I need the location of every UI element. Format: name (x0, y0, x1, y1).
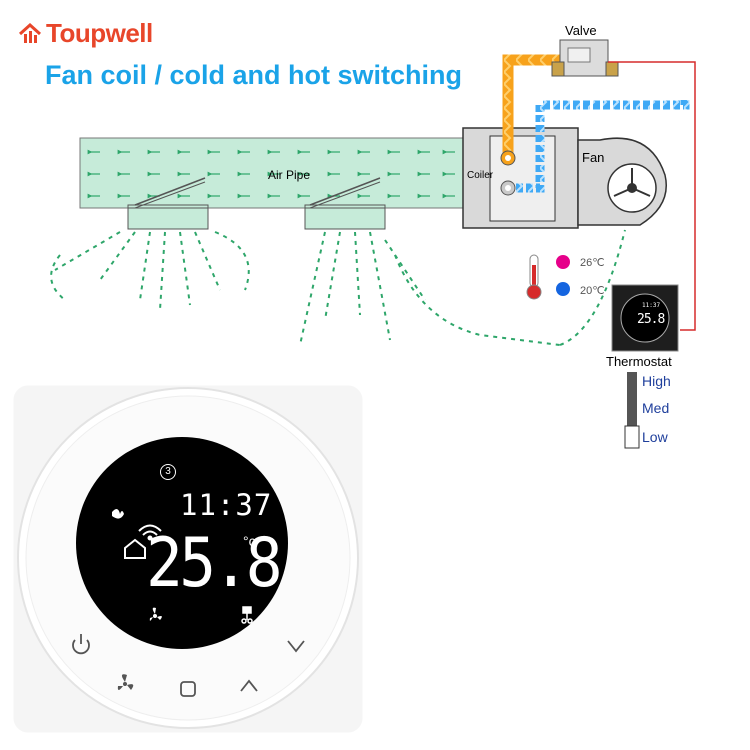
up-button[interactable] (240, 679, 258, 692)
wifi-icon (138, 524, 162, 532)
power-icon (72, 639, 90, 655)
cold-temp-label: 20℃ (580, 285, 605, 297)
mini-temperature: 25.8 (637, 312, 665, 327)
lcd-badge: 3 (160, 464, 176, 480)
air-pipe-label: Air Pipe (268, 168, 311, 182)
valve-label: Valve (565, 23, 597, 38)
mode-square-icon (180, 681, 196, 697)
control-wire (608, 61, 696, 331)
mini-time: 11:37 (642, 302, 661, 309)
fan-icon (121, 674, 127, 682)
lcd-time: 11:37 (180, 488, 273, 522)
pipe-airflow-arrows (87, 149, 455, 196)
speed-low-label: Low (642, 429, 668, 445)
home-icon (124, 538, 146, 559)
house-signal-icon (18, 22, 42, 43)
flame-icon (112, 508, 124, 519)
valve-icon (551, 39, 619, 77)
cold-water-pipe (514, 100, 690, 193)
down-arrow-icon (287, 640, 305, 653)
lcd-temperature: 25.8 (146, 524, 283, 603)
fan-label: Fan (582, 150, 605, 165)
diffuser-left (127, 177, 209, 230)
fan-button[interactable] (117, 674, 134, 690)
lcd-unit: °c (243, 533, 256, 549)
page-title: Fan coil / cold and hot switching (45, 60, 463, 90)
hot-temp-label: 26℃ (580, 257, 605, 269)
thermometer-icon (526, 254, 542, 300)
down-button[interactable] (287, 640, 305, 653)
room-airflow-arrows (50, 229, 626, 346)
fan-speed-switch (624, 372, 640, 449)
lcd-icons (112, 508, 162, 559)
brand-logo: Toupwell (18, 18, 153, 49)
mini-thermostat (611, 284, 679, 352)
power-button[interactable] (72, 634, 90, 655)
coiler-label: Coiler (467, 170, 494, 181)
diffuser-right (304, 177, 386, 230)
thermostat-product (10, 382, 366, 736)
brand-name: Toupwell (46, 18, 153, 48)
thermostat-label: Thermostat (606, 354, 672, 369)
up-arrow-icon (240, 679, 258, 692)
lcd-valve-icon (241, 606, 253, 624)
hot-temp-dot (556, 255, 570, 269)
mode-button[interactable] (180, 681, 196, 697)
cold-temp-dot (556, 282, 570, 296)
lcd-fan-icon (149, 607, 162, 621)
speed-med-label: Med (642, 400, 670, 416)
speed-high-label: High (642, 373, 671, 389)
